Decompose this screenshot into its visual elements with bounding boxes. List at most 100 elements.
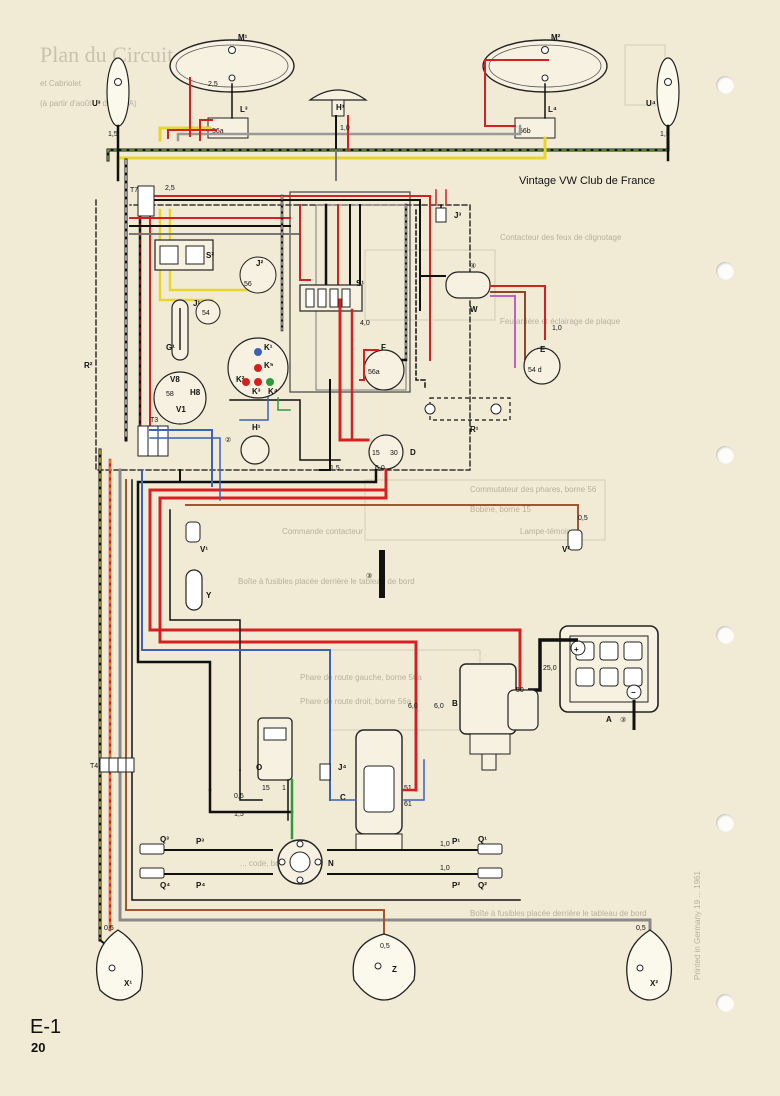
ghost-legend-5: Lampe-témoin (520, 527, 571, 536)
label-Q1: Q¹ (478, 835, 487, 844)
label-V1: V1 (176, 405, 186, 414)
lamp-V1: V¹ (185, 521, 208, 554)
binder-hole-1 (716, 76, 734, 94)
term-56a-l: 56a (212, 128, 224, 135)
headlight-socket-right: 56b L⁴ (514, 105, 557, 139)
ws-4: 4,0 (360, 320, 370, 327)
ws-13: 1,0 (440, 865, 450, 872)
wires-lower (149, 759, 479, 875)
connector-T3: T3 (137, 417, 169, 457)
label-F: F (381, 343, 386, 352)
ws-3: 1,0 (340, 125, 350, 132)
label-A: A (606, 715, 612, 724)
term-50: 50 (516, 687, 524, 694)
connector-R1: R¹ (424, 397, 511, 434)
term-1-coil: 1 (282, 785, 286, 792)
turn-signal-front-right: U⁴ (646, 57, 680, 127)
fuse-box-S1: S¹ (299, 279, 364, 312)
binder-hole-3 (716, 446, 734, 464)
generator-C: C 51 61 (340, 729, 412, 851)
label-T7: T7 (130, 187, 138, 194)
binder-hole-6 (716, 994, 734, 1012)
ws-14: 0,5 (578, 515, 588, 522)
label-S1: S¹ (356, 279, 364, 288)
ws-2: 2,5 (165, 185, 175, 192)
ws-10: 0,5 (234, 793, 244, 800)
battery-minus: − (631, 688, 636, 697)
wires-harness (95, 158, 471, 471)
label-M1: M¹ (238, 33, 248, 42)
term-56: 56 (244, 281, 252, 288)
ground-strap-mid: ③ (366, 550, 385, 598)
page-number: 20 (31, 1040, 46, 1055)
label-J2: J² (256, 259, 263, 268)
ghost-legend-3: Commutateur des phares, borne 56 (470, 485, 597, 494)
ghost-legend-2: Feu arrière et éclairage de plaque (500, 317, 621, 326)
label-L3: L³ (240, 105, 248, 114)
spark-plug-Q4: Q⁴ P⁴ (139, 867, 205, 890)
wire-size-labels: 2,5 2,5 1,0 4,0 1,5 6,0 25,0 6,0 6,0 0,5… (104, 81, 670, 950)
ghost-legend-7: Boîte à fusibles placée derrière le tabl… (238, 577, 415, 586)
label-O: O (256, 763, 262, 772)
label-R2: R² (84, 361, 93, 370)
label-X1: X¹ (124, 979, 132, 988)
ws-7: 25,0 (543, 665, 557, 672)
ghost-legend-8: Phare de route gauche, borne 56a (300, 673, 422, 682)
label-P3: P³ (196, 837, 204, 846)
switch-S2: S² (154, 239, 214, 271)
term-56b-r: 56b (519, 128, 531, 135)
term-15-d: 15 (372, 450, 380, 457)
term-30-d: 30 (390, 450, 398, 457)
label-Q2: Q² (478, 881, 487, 890)
ws-5: 1,5 (330, 465, 340, 472)
horn-button-H1: H¹ ② (225, 423, 270, 465)
label-K3: K³ (252, 387, 261, 396)
label-B: B (452, 699, 458, 708)
label-V2: V² (562, 545, 570, 554)
ws-16: 0,5 (380, 943, 390, 950)
ws-15: 0,5 (104, 925, 114, 932)
label-R1: R¹ (470, 425, 479, 434)
term-56a-f: 56a (368, 369, 380, 376)
term-54d: 54 d (528, 367, 542, 374)
dimmer-J2: J² 56 (239, 256, 277, 294)
label-W: W (470, 305, 478, 314)
term-58: 58 (166, 391, 174, 398)
club-credit: Vintage VW Club de France (519, 175, 656, 187)
spark-plug-Q3: Q³ P³ (139, 835, 204, 855)
relay-J1: J¹ 54 (193, 299, 221, 325)
spark-plug-Q2: Q² P² (452, 867, 503, 890)
instrument-cluster: V8 H8 V1 58 (153, 371, 207, 425)
fuel-sender-G1: G¹ (166, 299, 189, 361)
label-L4: L⁴ (548, 105, 557, 114)
label-Z: Z (392, 965, 397, 974)
label-Q4: Q⁴ (160, 881, 170, 890)
label-D: D (410, 448, 416, 457)
label-H8: H8 (190, 388, 201, 397)
ghost-subtitle-1: et Cabriolet (40, 79, 82, 88)
ghost-legend-4: Bobine, borne 15 (470, 505, 531, 514)
ghost-subtitle-2: (à partir d'août ... des USA) (40, 99, 137, 108)
label-K1: K¹ (264, 343, 273, 352)
coil-O: O 15 1 (256, 717, 293, 792)
term-51: 51 (404, 785, 412, 792)
circle-3-mid: ③ (366, 572, 372, 580)
label-Q3: Q³ (160, 835, 169, 844)
binder-hole-2 (716, 262, 734, 280)
label-P2: P² (452, 881, 460, 890)
label-P4: P⁴ (196, 881, 205, 890)
ws-9: 6,0 (434, 703, 444, 710)
label-circle-4: ④ (470, 262, 476, 270)
switch-J3: J³ (435, 207, 461, 223)
label-S2: S² (206, 251, 214, 260)
spark-plug-Q1: Q¹ P¹ (452, 835, 503, 855)
oil-switch-J4: J⁴ (319, 763, 346, 781)
battery-A: + − A ③ (528, 625, 659, 730)
label-C: C (340, 793, 346, 802)
ws-17: 0,5 (636, 925, 646, 932)
term-61: 61 (404, 801, 412, 808)
ws-11: 1,5 (234, 811, 244, 818)
license-light-Z: Z (352, 933, 416, 1001)
tail-light-left: X¹ (96, 929, 144, 1001)
